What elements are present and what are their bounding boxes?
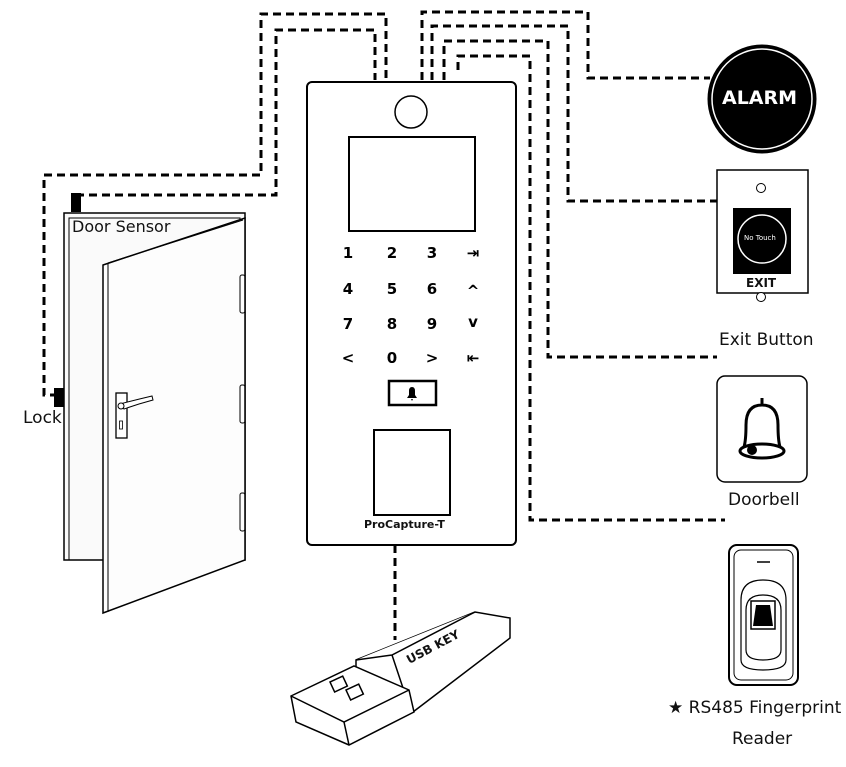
fingerprint-reader-label-line2: Reader	[732, 729, 793, 749]
door	[63, 212, 246, 615]
wire-doorbell	[442, 39, 717, 359]
exit-button-device	[716, 169, 809, 302]
menu-exit-icon[interactable]: ⇥	[466, 244, 480, 262]
door-sensor-label: Door Sensor	[72, 217, 171, 236]
wire-door-sensor	[76, 28, 377, 197]
doorbell-device	[716, 375, 808, 483]
device-model-label: ProCapture-T	[364, 518, 445, 531]
key-4[interactable]: 4	[342, 280, 354, 298]
fingerprint-sensor	[373, 429, 451, 516]
key-8[interactable]: 8	[386, 315, 398, 333]
door-handle-icon	[115, 392, 154, 439]
usb-key-device	[290, 611, 511, 746]
wire-fingerprint-reader	[456, 54, 725, 522]
key-1[interactable]: 1	[342, 244, 354, 262]
door-sensor-block	[71, 193, 81, 212]
device-screen	[348, 136, 476, 232]
ok-enter-icon[interactable]: ⇤	[466, 349, 480, 367]
key-2[interactable]: 2	[386, 244, 398, 262]
procapture-device	[306, 81, 517, 546]
key-3[interactable]: 3	[426, 244, 438, 262]
key-7[interactable]: 7	[342, 315, 354, 333]
fingerprint-reader-label-line1: ★ RS485 Fingerprint	[668, 698, 842, 718]
lock-block	[54, 388, 64, 407]
key-0[interactable]: 0	[386, 349, 398, 367]
key-9[interactable]: 9	[426, 315, 438, 333]
fingerprint-icon	[753, 605, 773, 626]
bell-icon	[407, 387, 417, 401]
left-arrow-icon[interactable]: <	[341, 349, 355, 367]
fingerprint-reader-device	[728, 544, 799, 686]
doorbell-icon	[742, 398, 782, 448]
camera-icon	[394, 95, 428, 129]
up-arrow-icon[interactable]: ^	[466, 282, 480, 300]
alarm-siren	[707, 44, 817, 154]
exit-plate-text: EXIT	[746, 276, 777, 290]
door-hinge	[239, 492, 246, 532]
key-6[interactable]: 6	[426, 280, 438, 298]
down-arrow-icon[interactable]: v	[468, 313, 478, 331]
door-hinge	[239, 384, 246, 424]
exit-button-label: Exit Button	[719, 330, 814, 350]
exit-button-face-text: No Touch	[744, 234, 776, 242]
wire-alarm	[420, 10, 710, 80]
doorbell-label: Doorbell	[728, 490, 800, 510]
wire-lock	[42, 12, 388, 397]
door-hinge	[239, 274, 246, 314]
alarm-text: ALARM	[722, 87, 798, 109]
door-leaf	[102, 216, 246, 615]
right-arrow-icon[interactable]: >	[425, 349, 439, 367]
lock-label: Lock	[23, 408, 62, 428]
key-5[interactable]: 5	[386, 280, 398, 298]
wire-exit-button	[430, 24, 717, 203]
